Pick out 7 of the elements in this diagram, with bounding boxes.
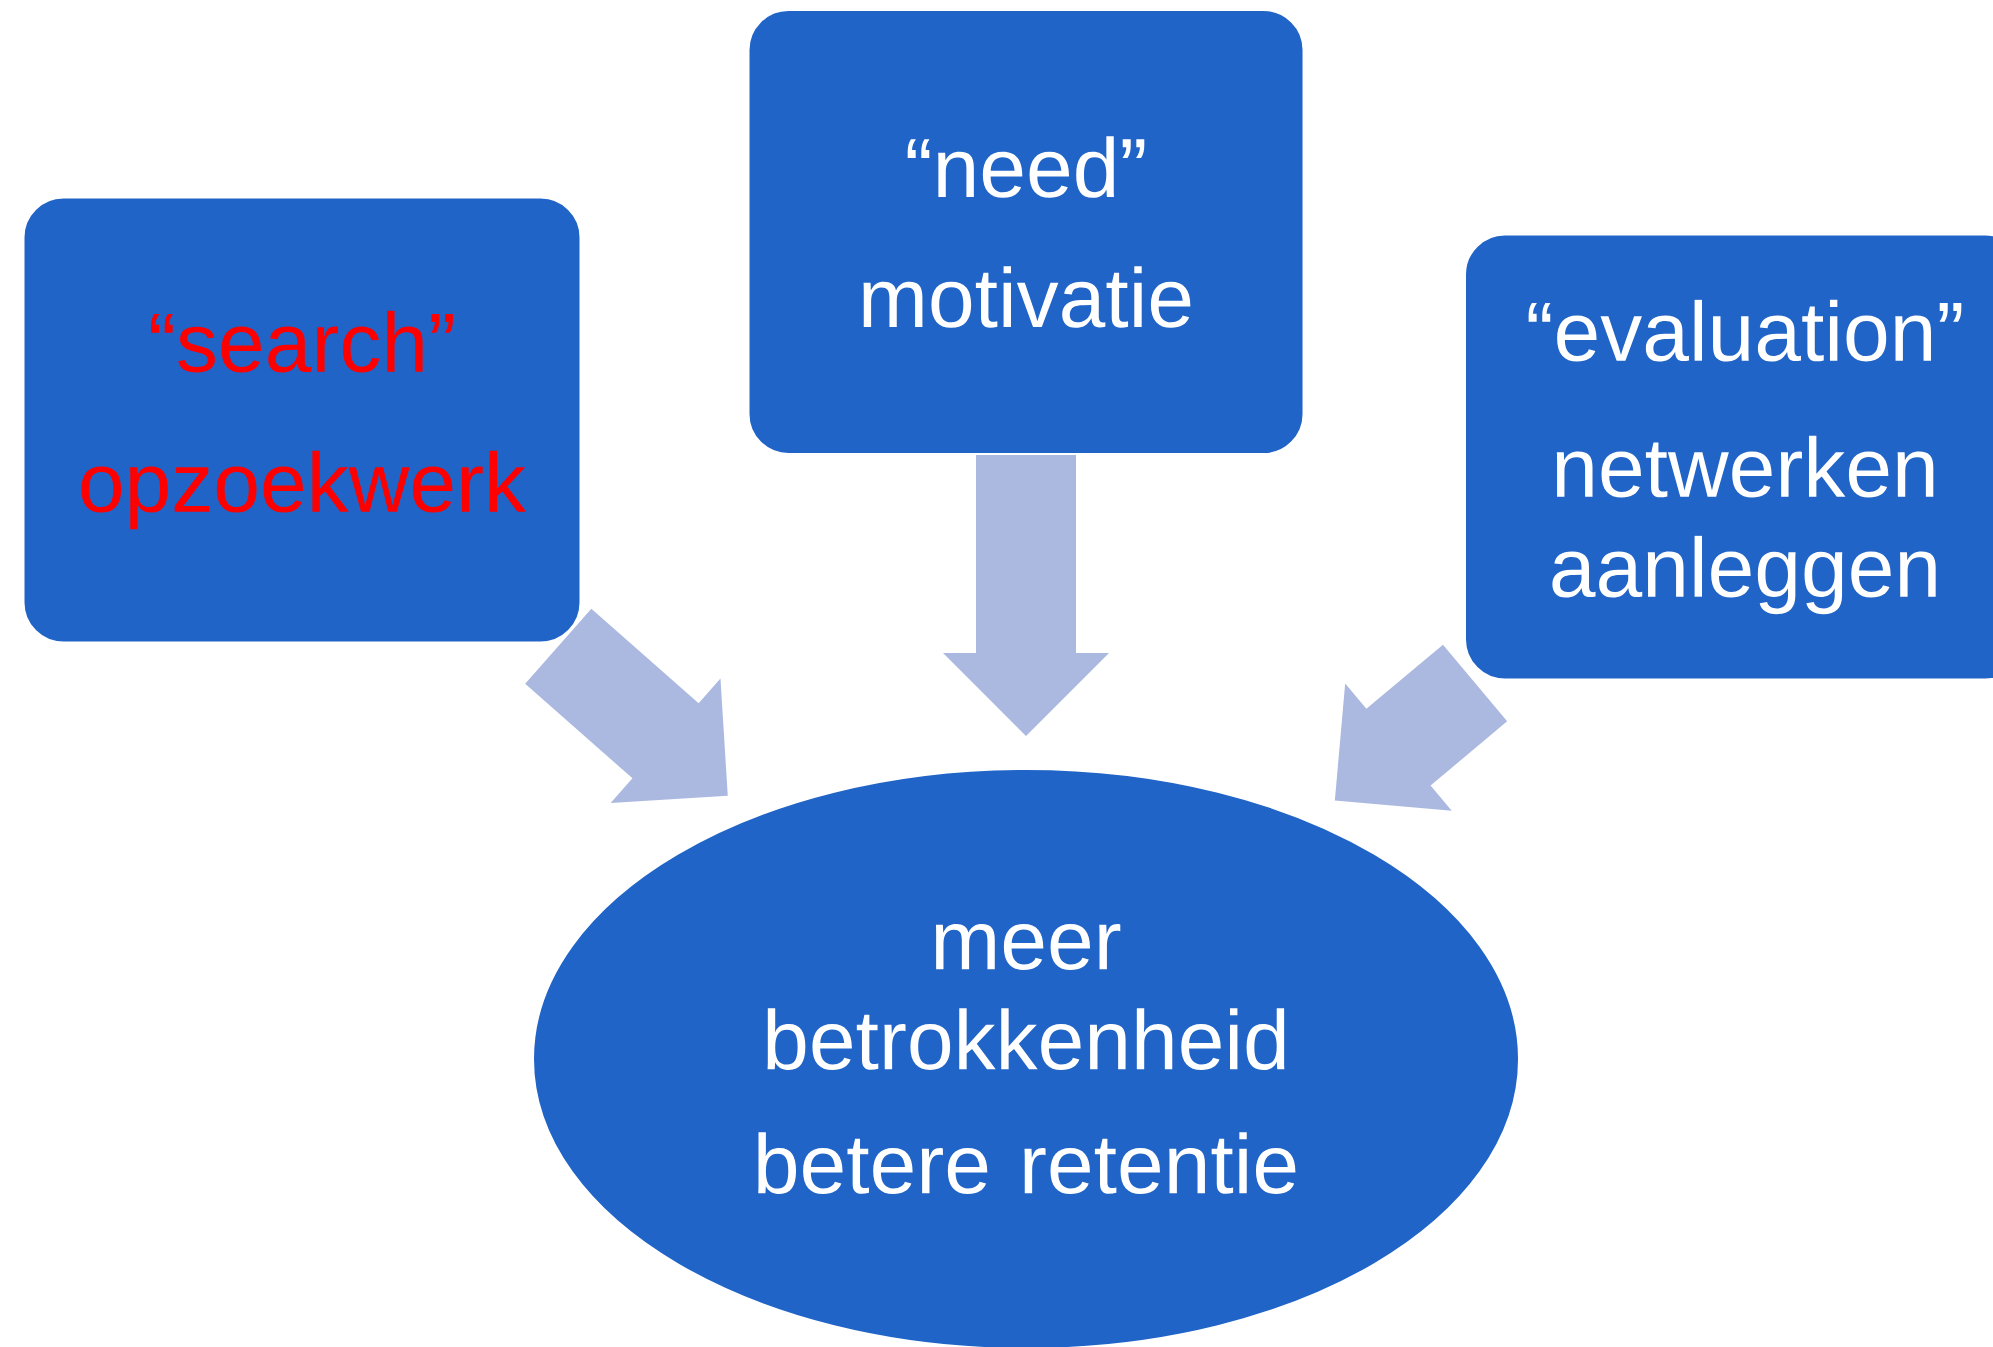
block-arrow	[1334, 644, 1508, 811]
block-arrow	[943, 455, 1109, 736]
process-box: “evaluation” netwerken aanleggen	[1464, 233, 1993, 681]
ellipse-node: meer betrokkenheid betere retentie	[532, 768, 1520, 1347]
block-arrow	[525, 608, 728, 804]
process-box: “need” motivatie	[747, 9, 1305, 455]
process-box: “search” opzoekwerk	[22, 196, 582, 644]
